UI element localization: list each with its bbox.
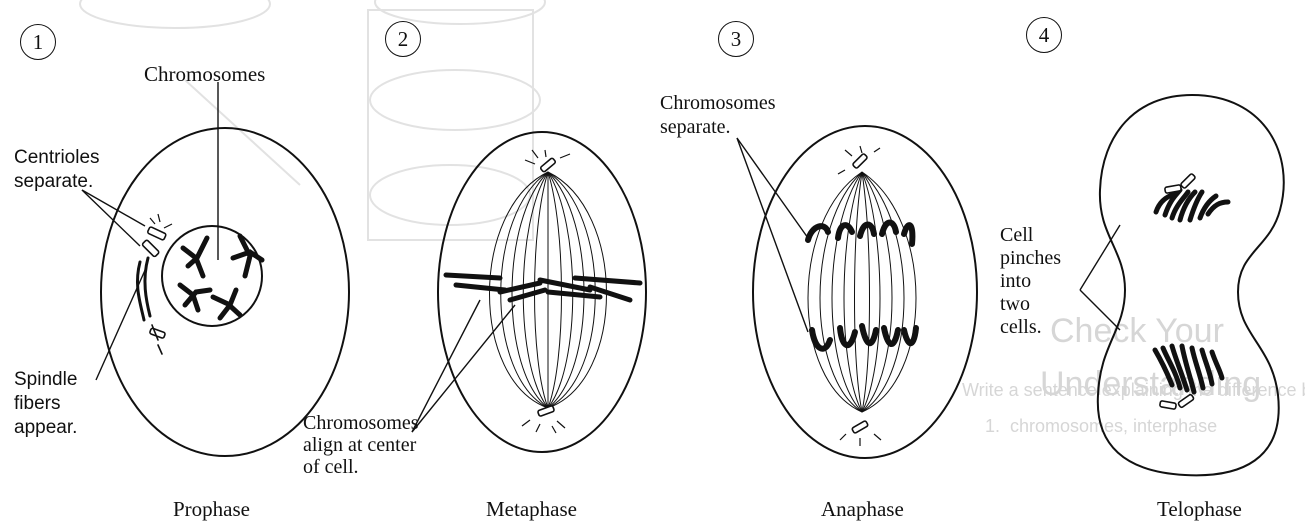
label-chromosomes-separate: Chromosomes separate. [660, 91, 776, 139]
prophase-aster-rays [150, 214, 172, 228]
anaphase-spindle [808, 172, 916, 412]
metaphase-pointer-lines [412, 300, 515, 432]
caption-prophase: Prophase [173, 497, 250, 522]
anaphase-pointer-lines [737, 138, 808, 332]
metaphase-chromosomes [446, 275, 640, 300]
step-4-badge: 4 [1026, 17, 1062, 53]
step-3-badge: 3 [718, 21, 754, 57]
bleed-through-shapes [80, 0, 545, 240]
label-cell-pinches: Cell pinches into two cells. [1000, 224, 1061, 339]
label-chromosomes-align: Chromosomes align at center of cell. [303, 412, 419, 478]
label-chromosomes: Chromosomes [144, 62, 265, 87]
label-spindle-fibers: Spindle fibers appear. [14, 368, 77, 440]
label-centrioles-separate: Centrioles separate. [14, 146, 100, 194]
caption-telophase: Telophase [1157, 497, 1242, 522]
step-1-badge: 1 [20, 24, 56, 60]
prophase-cell [82, 82, 349, 456]
anaphase-chromosomes-top [808, 223, 912, 245]
anaphase-cell [737, 126, 977, 458]
metaphase-cell [412, 132, 646, 452]
prophase-chromosomes [180, 236, 262, 318]
caption-metaphase: Metaphase [486, 497, 577, 522]
telophase-chromosomes-top [1156, 190, 1228, 220]
prophase-centrioles [142, 226, 167, 257]
telophase-cell [1080, 95, 1284, 475]
telophase-pointer-lines [1080, 225, 1120, 330]
caption-anaphase: Anaphase [821, 497, 904, 522]
telophase-chromosomes-bottom [1155, 346, 1222, 392]
step-2-badge: 2 [385, 21, 421, 57]
